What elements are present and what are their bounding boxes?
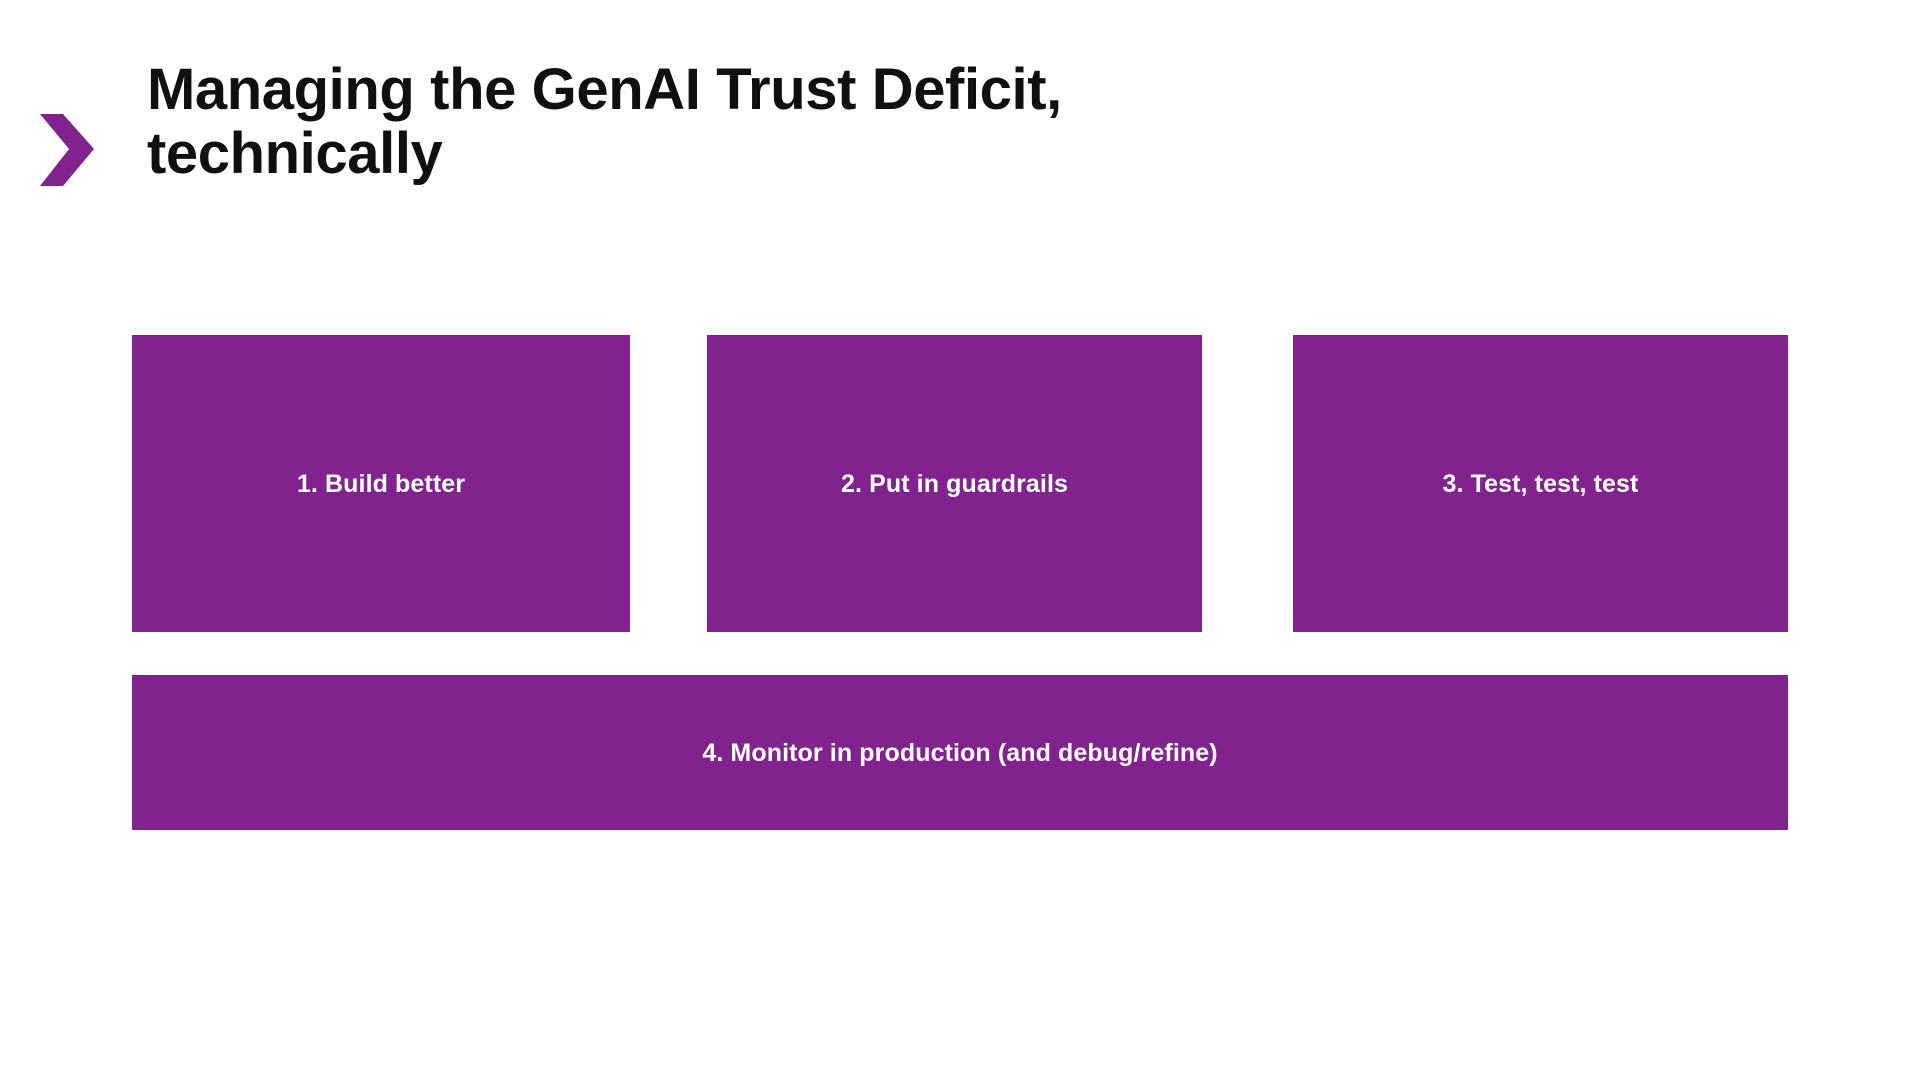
step-card-1-label: 1. Build better	[296, 469, 466, 498]
step-card-1[interactable]: 1. Build better	[132, 335, 630, 632]
step-card-3-label: 3. Test, test, test	[1442, 469, 1639, 498]
step-card-3[interactable]: 3. Test, test, test	[1293, 335, 1788, 632]
step-card-2-label: 2. Put in guardrails	[840, 469, 1069, 498]
step-card-4[interactable]: 4. Monitor in production (and debug/refi…	[132, 675, 1788, 830]
slide-header: Managing the GenAI Trust Deficit, techni…	[0, 0, 1920, 260]
page-title: Managing the GenAI Trust Deficit, techni…	[147, 57, 1062, 186]
step-card-4-label: 4. Monitor in production (and debug/refi…	[702, 738, 1218, 767]
chevron-right-icon	[36, 112, 98, 188]
step-card-2[interactable]: 2. Put in guardrails	[707, 335, 1202, 632]
